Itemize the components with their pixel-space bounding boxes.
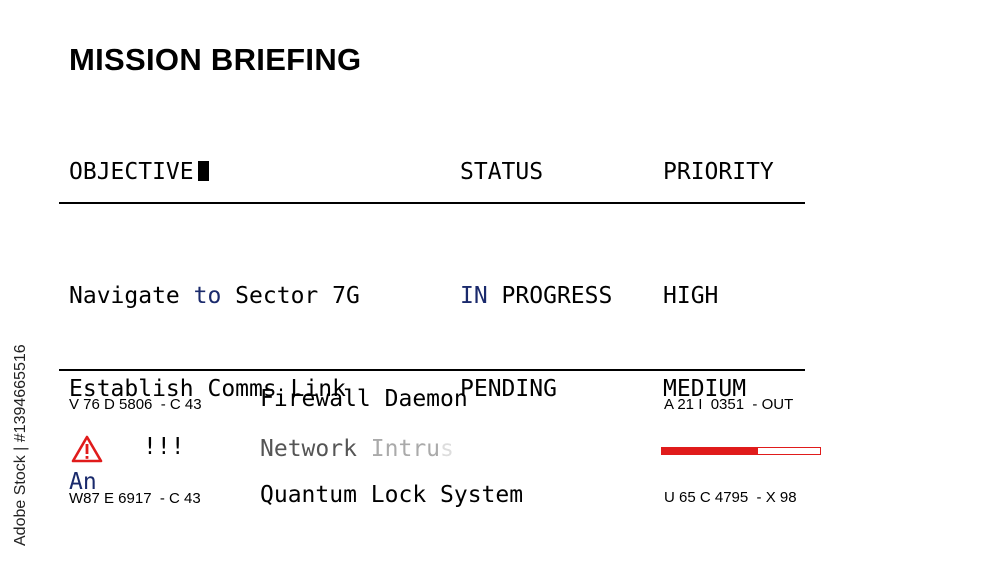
system-name-space (357, 436, 371, 462)
system-name: Quantum Lock System (260, 482, 524, 508)
objective-list: Navigate to Sector 7G Establish Comms Li… (69, 219, 360, 560)
objective-highlight: to (193, 283, 222, 309)
status-list: IN PROGRESS PENDING (460, 219, 612, 467)
system-name-fading: Network Intrus (260, 436, 454, 462)
intrusion-progress-bar (661, 447, 821, 455)
objective-item: Navigate to Sector 7G (69, 281, 360, 312)
warning-triangle-icon (71, 435, 103, 463)
objective-text: Navigate (69, 283, 194, 309)
column-header-status: STATUS (460, 159, 544, 185)
alert-indicator: !!! (143, 434, 185, 460)
section-divider (59, 369, 805, 371)
system-code-left: W87 E 6917 - C 43 (69, 490, 201, 507)
system-name-part: Intru (370, 436, 441, 462)
system-code-left: V 76 D 5806 - C 43 (69, 396, 202, 413)
status-item: IN PROGRESS (460, 281, 612, 312)
objective-item: An (69, 467, 360, 498)
status-text: PENDING (460, 376, 557, 402)
priority-item: HIGH (663, 283, 719, 309)
system-name-part: Network (260, 436, 357, 462)
header-divider (59, 202, 805, 204)
objective-text: Sector 7G (221, 283, 360, 309)
status-highlight: IN (460, 283, 488, 309)
page-title: MISSION BRIEFING (69, 42, 362, 77)
column-header-priority: PRIORITY (663, 159, 774, 185)
intrusion-progress-fill (662, 448, 759, 454)
column-header-objective-label: OBJECTIVE (69, 159, 194, 185)
system-code-right: U 65 C 4795 - X 98 (664, 489, 797, 506)
status-text: PROGRESS (487, 283, 613, 309)
system-name-part: s (440, 436, 454, 462)
column-header-objective: OBJECTIVE (69, 157, 209, 188)
text-cursor-icon (197, 161, 209, 181)
priority-list: HIGH MEDIUM (663, 219, 746, 467)
system-code-right: A 21 I 0351 - OUT (664, 396, 794, 413)
status-item: PENDING (460, 374, 612, 405)
stock-credit-label: Adobe Stock | #1394665516 (12, 344, 29, 546)
objective-item: Establish Comms Link (69, 374, 360, 405)
objective-text: Establish Comms Link (69, 376, 346, 402)
priority-item: MEDIUM (663, 376, 747, 402)
objective-highlight: An (69, 469, 97, 495)
system-name: Firewall Daemon (260, 386, 468, 412)
